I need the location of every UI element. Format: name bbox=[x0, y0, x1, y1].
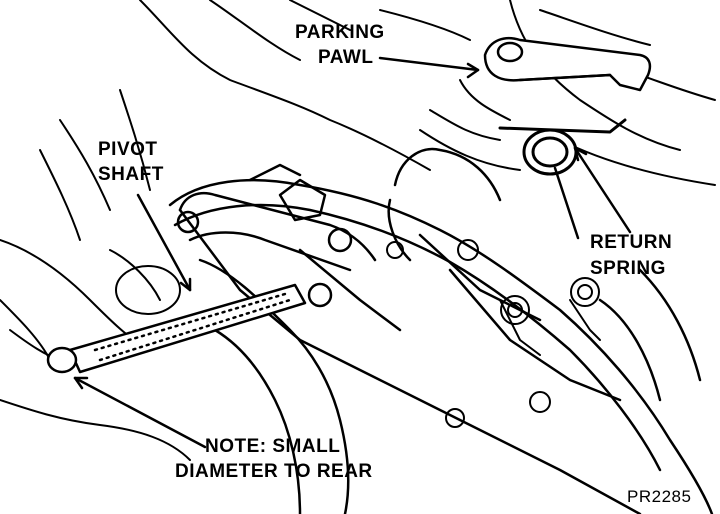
bolt-hole-1 bbox=[500, 295, 530, 325]
leader-lines bbox=[73, 56, 632, 449]
pivot-shaft-part bbox=[46, 282, 333, 374]
label-return-spring-line2: SPRING bbox=[590, 258, 666, 279]
bolt-hole-6 bbox=[457, 239, 479, 261]
bolt-hole-5 bbox=[386, 241, 404, 259]
figure-id: PR2285 bbox=[627, 487, 691, 506]
label-note: NOTE: SMALL DIAMETER TO REAR bbox=[175, 436, 373, 482]
leader-note bbox=[73, 376, 207, 449]
parking-pawl-part bbox=[483, 36, 652, 92]
label-pivot-shaft-line2: SHAFT bbox=[98, 164, 164, 185]
leader-pivot-shaft bbox=[136, 193, 192, 292]
label-parking-pawl-line2: PAWL bbox=[318, 47, 373, 68]
leader-return-spring-1 bbox=[553, 166, 580, 240]
leader-parking-pawl bbox=[378, 56, 480, 72]
return-spring-part bbox=[498, 118, 627, 176]
bolt-hole-2 bbox=[570, 277, 600, 307]
leader-return-spring-2 bbox=[573, 146, 632, 234]
label-note-line1: NOTE: SMALL bbox=[205, 436, 340, 457]
label-parking-pawl: PARKING PAWL bbox=[295, 22, 385, 68]
bolt-holes bbox=[386, 239, 601, 428]
label-pivot-shaft: PIVOT SHAFT bbox=[98, 139, 164, 185]
label-pivot-shaft-line1: PIVOT bbox=[98, 139, 158, 160]
bolt-hole-4 bbox=[445, 408, 465, 428]
bolt-hole-3 bbox=[529, 391, 551, 413]
housing-flange bbox=[168, 147, 714, 514]
label-return-spring-line1: RETURN bbox=[590, 232, 672, 253]
lever-bracket bbox=[176, 163, 377, 272]
label-return-spring: RETURN SPRING bbox=[590, 232, 672, 279]
label-note-line2: DIAMETER TO REAR bbox=[175, 461, 373, 482]
label-parking-pawl-line1: PARKING bbox=[295, 22, 385, 43]
hand-top-left bbox=[39, 0, 471, 241]
